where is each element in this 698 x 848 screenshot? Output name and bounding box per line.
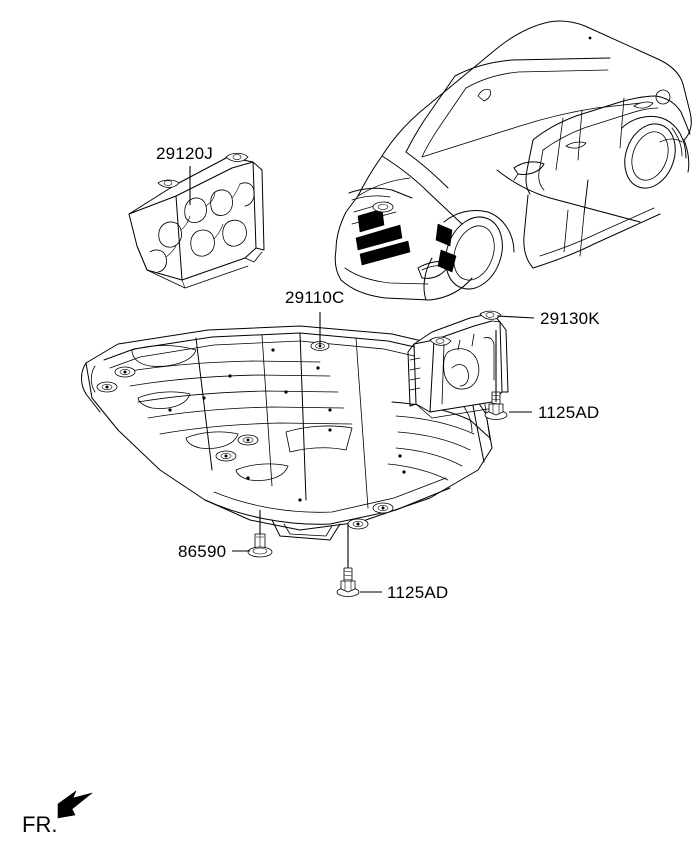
leader-lines (189, 166, 535, 593)
part-label-29110C: 29110C (285, 288, 345, 307)
orientation-marker: FR. (22, 790, 93, 837)
vehicle-illustration (334, 20, 692, 301)
part-label-29120J: 29120J (156, 144, 213, 163)
part-29110C-shape (81, 325, 493, 541)
front-direction-arrow-icon (57, 790, 93, 819)
part-29130K-shape (407, 310, 509, 419)
part-label-29130K: 29130K (540, 309, 600, 328)
part-label-86590: 86590 (178, 542, 226, 561)
part-label-1125AD-upper: 1125AD (538, 403, 599, 422)
fastener-1125AD-upper (484, 391, 508, 420)
part-29120J-shape (128, 152, 265, 289)
leader-29130K (496, 315, 535, 319)
undercover-mount-grommets (96, 341, 394, 530)
part-label-1125AD-lower: 1125AD (387, 583, 448, 602)
front-direction-label: FR. (22, 812, 57, 837)
fastener-1125AD-lower (336, 567, 360, 597)
fastener-86590-clip (247, 533, 273, 558)
